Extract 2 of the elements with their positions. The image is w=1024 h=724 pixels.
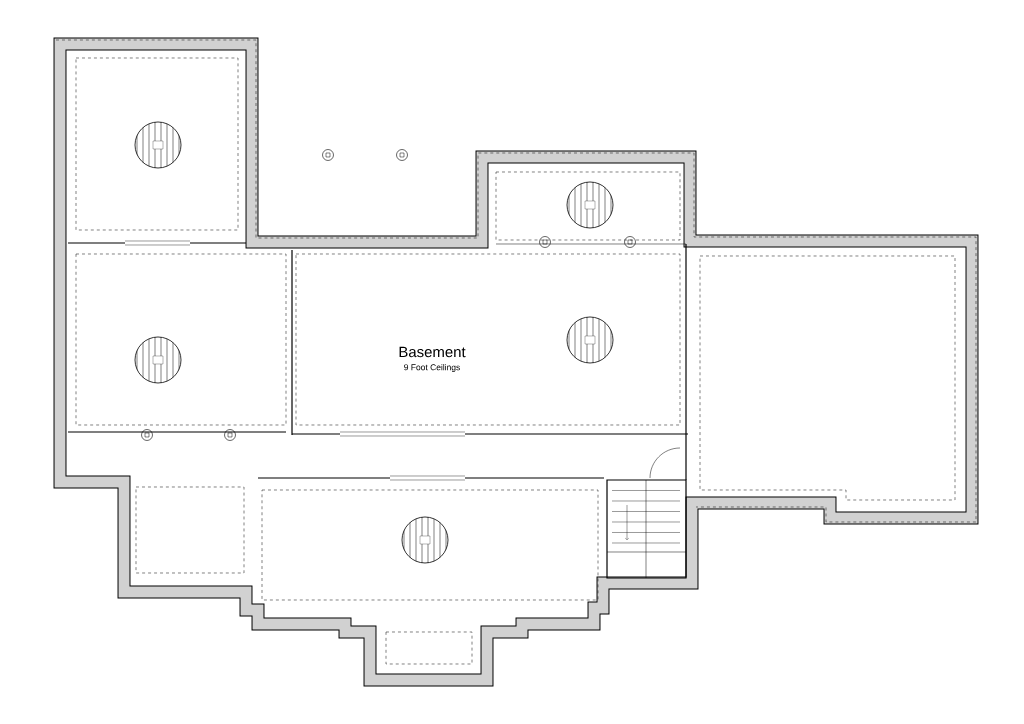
room-label: 9 Foot Ceilings — [404, 364, 460, 372]
room-label: Basement — [399, 346, 466, 358]
